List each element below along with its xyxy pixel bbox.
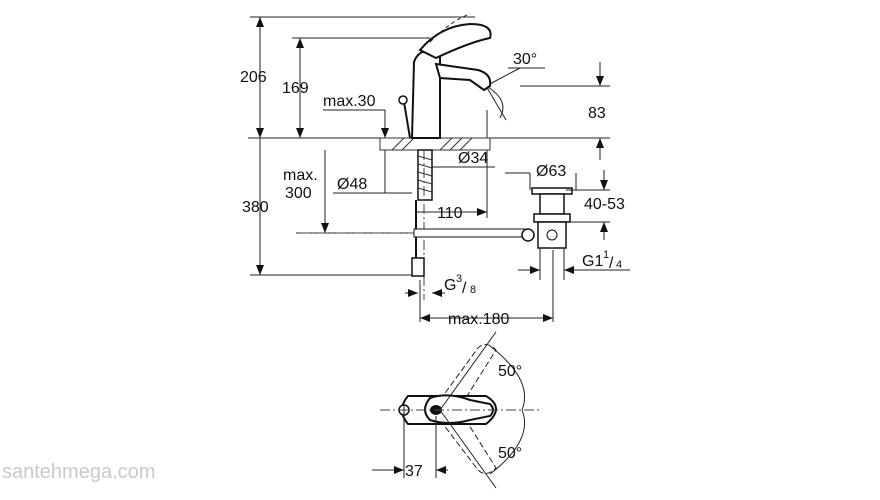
waste-body — [539, 193, 565, 215]
arrow-40-53-bottom — [600, 222, 608, 232]
leader-30deg-b — [485, 85, 507, 121]
label-50deg-lower: 50° — [498, 445, 522, 462]
arrow-37-right — [436, 466, 446, 474]
popup-rod — [403, 101, 411, 139]
angle-line-upper — [439, 331, 497, 411]
lever-raised-outline — [429, 13, 471, 43]
arrow-max30 — [381, 128, 389, 138]
hose-nut — [411, 257, 425, 277]
threaded-shank — [417, 149, 433, 201]
faucet-lever — [418, 22, 492, 60]
leader-30deg-a — [485, 67, 521, 87]
arrow-380-bottom — [256, 265, 264, 275]
label-d63: Ø63 — [536, 163, 566, 180]
arc-50deg-lower — [489, 409, 526, 475]
label-380: 380 — [242, 199, 269, 216]
label-d48: Ø48 — [337, 176, 367, 193]
top-lever — [424, 394, 494, 424]
label-g114-num: 1 — [603, 249, 609, 261]
arrow-g114-left — [530, 266, 540, 274]
waste-flange — [531, 187, 573, 195]
arrow-37-left — [394, 466, 404, 474]
arrow-g114-right — [564, 266, 574, 274]
label-169: 169 — [282, 80, 309, 97]
popup-knob — [398, 95, 408, 105]
label-g38-slash: / — [462, 280, 467, 297]
label-50deg-upper: 50° — [498, 363, 522, 380]
label-d34: Ø34 — [458, 150, 488, 167]
label-30deg: 30° — [513, 51, 537, 68]
label-g38-main: G — [444, 277, 456, 294]
arrow-g38-left — [408, 289, 418, 297]
faucet-spout — [434, 62, 492, 92]
label-g38-den: 8 — [470, 284, 476, 296]
arrow-180-right — [543, 314, 553, 322]
linkage-end — [521, 228, 535, 242]
lever-rotated-right — [439, 413, 497, 474]
label-110: 110 — [437, 205, 463, 222]
linkage-rod — [413, 228, 525, 238]
arc-50deg-upper — [489, 345, 526, 411]
label-g114-den: 4 — [616, 259, 622, 271]
arrow-169-bottom — [296, 128, 304, 138]
arrow-206-bottom — [256, 128, 264, 138]
label-83: 83 — [588, 105, 606, 122]
label-g38-num: 3 — [456, 273, 462, 285]
label-max180: max.180 — [448, 311, 509, 328]
arrow-169-top — [296, 38, 304, 48]
arrow-180-left — [420, 314, 430, 322]
waste-nut — [533, 213, 571, 223]
label-g114-slash: / — [609, 255, 614, 272]
label-max300-line1: max. — [283, 167, 318, 184]
label-max30: max.30 — [323, 93, 376, 110]
arrow-g38-right — [432, 289, 442, 297]
arrow-110-right — [477, 208, 487, 216]
lever-rotated-left — [439, 344, 497, 405]
label-40-53: 40-53 — [584, 196, 625, 213]
arrow-83-top — [596, 76, 604, 86]
angle-line-lower — [439, 409, 497, 489]
deck-slab — [379, 137, 491, 151]
watermark: santehmega.com — [2, 461, 155, 483]
arrow-206-top — [256, 17, 264, 27]
shank-threads — [417, 155, 433, 193]
deck-hatching — [391, 137, 473, 151]
arrow-40-53-top — [600, 180, 608, 190]
arrow-300-bottom — [321, 223, 329, 233]
arrow-83-bot — [596, 138, 604, 148]
label-g114-main: G1 — [582, 253, 603, 270]
label-206: 206 — [240, 69, 267, 86]
arc-30deg — [485, 85, 504, 119]
waste-pivot — [546, 229, 558, 241]
label-max300-line2: 300 — [285, 185, 312, 202]
label-37: 37 — [405, 463, 423, 480]
